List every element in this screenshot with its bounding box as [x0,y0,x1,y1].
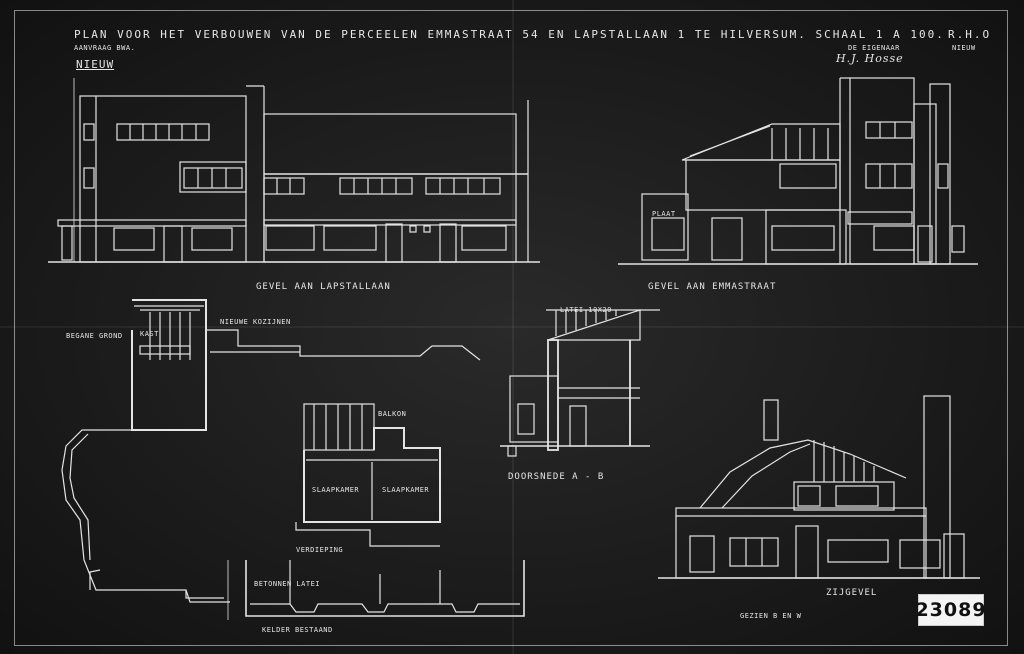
room-label-2: SLAAPKAMER [382,486,430,494]
upper-floor-label: VERDIEPING [296,546,344,554]
rear-elevation [658,395,980,579]
note-4: PLAAT [652,210,676,218]
sheet-title: PLAN VOOR HET VERBOUWEN VAN DE PERCEELEN… [74,28,945,41]
front-elevation-label: GEVEL AAN LAPSTALLAAN [256,282,391,292]
room-label-1: SLAAPKAMER [312,486,360,494]
owner-label: DE EIGENAAR [848,44,900,52]
header-right-note: NIEUW [952,44,976,52]
signature: H.J. Hosse [836,52,904,65]
floor-plan-ground [61,299,481,603]
front-elevation [48,78,540,263]
drawing-frame [14,10,1008,646]
status-label: NIEUW [76,58,115,71]
ground-floor-label: BEGANE GROND [66,332,123,340]
fold-crease-vertical [512,0,514,654]
room-label-4: BALKON [378,410,407,418]
municipal-stamp: GEZIEN B EN W [740,612,802,620]
note-3: BETONNEN LATEI [254,580,321,588]
archive-number-tag: 23089 [915,594,986,626]
basement-label: KELDER BESTAAND [262,626,333,634]
floor-plan-upper [295,403,441,547]
side-elevation-label: GEVEL AAN EMMASTRAAT [648,282,777,292]
rear-elevation-label: ZIJGEVEL [826,588,878,598]
note-2: LATEI 10X20 [560,306,612,314]
floor-plan-basement [227,560,525,620]
section-drawing [500,309,660,457]
header-left-note: AANVRAAG BWA. [74,44,136,52]
fold-crease-horizontal [0,326,1024,328]
room-label-3: KAST [140,330,159,338]
section-label: DOORSNEDE A - B [508,472,605,482]
side-elevation [618,77,978,265]
sheet-code: R.H.O [948,28,992,41]
note-1: NIEUWE KOZIJNEN [220,318,291,326]
